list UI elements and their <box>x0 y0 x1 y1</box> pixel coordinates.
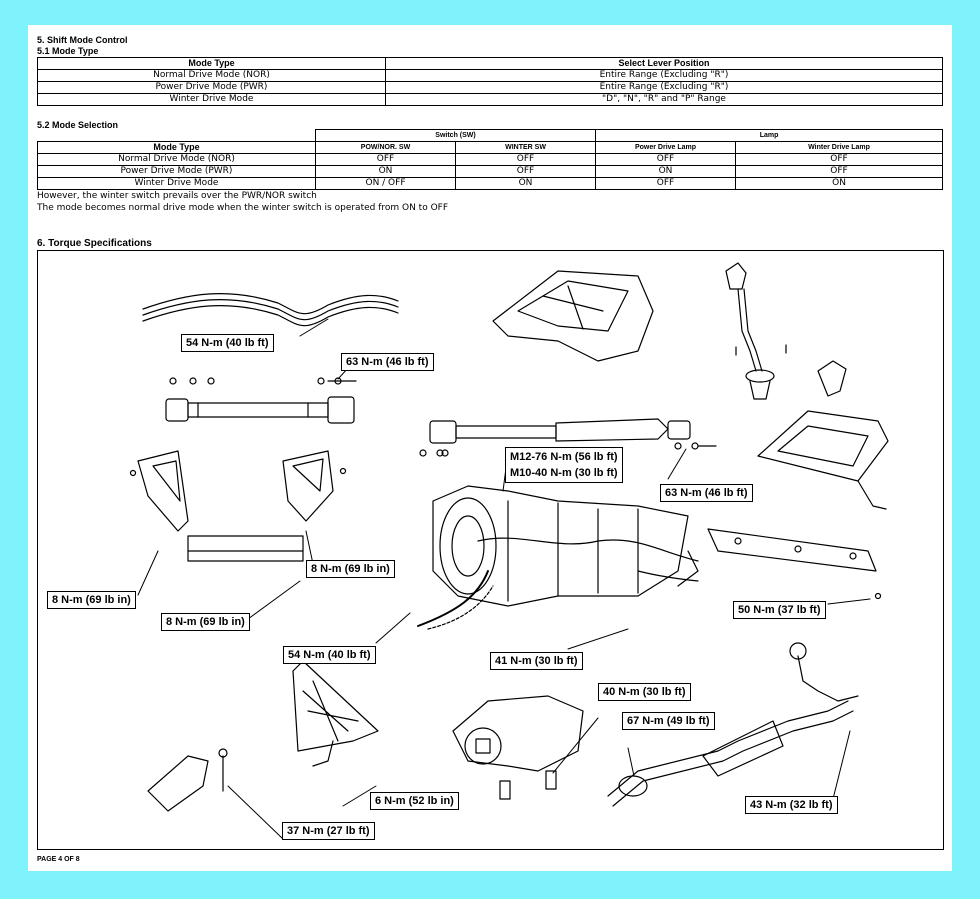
section-heading-mode-type: 5.1 Mode Type <box>37 46 99 56</box>
propeller-shaft-drawing <box>165 377 357 424</box>
section-heading-mode-selection: 5.2 Mode Selection <box>37 120 119 130</box>
torque-label: 41 N-m (30 lb ft) <box>490 652 583 670</box>
table-header-cell: POW/NOR. SW <box>315 141 456 154</box>
table-row: Power Drive Mode (PWR) Entire Range (Exc… <box>37 81 943 94</box>
torque-label: 63 N-m (46 lb ft) <box>660 484 753 502</box>
torque-label: 6 N-m (52 lb in) <box>370 792 459 810</box>
table-cell: Power Drive Mode (PWR) <box>37 81 386 94</box>
table-cell: ON <box>735 177 944 190</box>
torque-label: 8 N-m (69 lb in) <box>161 613 250 631</box>
switch-group-header: Switch (SW) <box>314 129 597 142</box>
torque-label: 54 N-m (40 lb ft) <box>181 334 274 352</box>
torque-label: M12-76 N-m (56 lb ft) <box>510 451 618 463</box>
lamp-group-header: Lamp <box>595 129 944 142</box>
crossmember-drawing <box>707 528 882 600</box>
table-cell: ON <box>595 165 737 178</box>
table-cell: Winter Drive Mode <box>37 93 386 106</box>
table-row: Winter Drive Mode "D", "N", "R" and "P" … <box>37 93 943 106</box>
torque-label-pair: M12-76 N-m (56 lb ft) M10-40 N-m (30 lb … <box>505 447 623 483</box>
table-header-row: Mode Type Select Lever Position <box>37 57 943 70</box>
torque-label: 67 N-m (49 lb ft) <box>622 712 715 730</box>
bracket-drawing <box>129 450 347 562</box>
torque-label: 43 N-m (32 lb ft) <box>745 796 838 814</box>
table-cell: Power Drive Mode (PWR) <box>37 165 316 178</box>
table-row: Normal Drive Mode (NOR) Entire Range (Ex… <box>37 69 943 82</box>
table-cell: Winter Drive Mode <box>37 177 316 190</box>
table-cell: ON / OFF <box>315 177 456 190</box>
section-heading-torque: 6. Torque Specifications <box>37 238 152 249</box>
table-cell: Normal Drive Mode (NOR) <box>37 69 386 82</box>
torque-label: 8 N-m (69 lb in) <box>306 560 395 578</box>
mount-bracket-drawing <box>292 660 379 767</box>
shift-console-drawing <box>492 270 654 362</box>
table-cell: OFF <box>595 177 737 190</box>
torque-diagram: 54 N-m (40 lb ft) 63 N-m (46 lb ft) M12-… <box>37 250 944 850</box>
table-header-cell: Mode Type <box>37 57 386 70</box>
table-row: Normal Drive Mode (NOR) OFF OFF OFF OFF <box>37 153 944 166</box>
table-header-row: Mode Type POW/NOR. SW WINTER SW Power Dr… <box>37 141 944 154</box>
table-cell: OFF <box>454 153 597 166</box>
table-cell: OFF <box>454 165 597 178</box>
table-cell: Entire Range (Excluding "R") <box>385 81 943 94</box>
l-bracket-drawing <box>147 748 228 812</box>
shift-lever-drawing <box>725 262 787 400</box>
exhaust-drawing <box>607 642 859 807</box>
extension-housing-drawing <box>452 695 584 800</box>
torque-label: 54 N-m (40 lb ft) <box>283 646 376 664</box>
section-heading-shift-mode: 5. Shift Mode Control <box>37 35 128 45</box>
document-page: 5. Shift Mode Control 5.1 Mode Type Mode… <box>28 25 952 871</box>
table-header-cell: Select Lever Position <box>385 57 943 70</box>
mode-type-table: Mode Type Select Lever Position Normal D… <box>37 57 943 106</box>
table-group-row: Switch (SW) Lamp <box>37 129 944 142</box>
table-header-cell: Winter Drive Lamp <box>735 141 944 154</box>
shifter-base-drawing <box>757 360 889 510</box>
table-cell: ON <box>315 165 456 178</box>
torque-label: 63 N-m (46 lb ft) <box>341 353 434 371</box>
torque-label: 50 N-m (37 lb ft) <box>733 601 826 619</box>
tube-bracket-drawing <box>142 292 399 327</box>
torque-label: M10-40 N-m (30 lb ft) <box>510 467 618 479</box>
table-cell: OFF <box>595 153 737 166</box>
torque-label: 37 N-m (27 lb ft) <box>282 822 375 840</box>
table-cell: Entire Range (Excluding "R") <box>385 69 943 82</box>
table-header-cell: Mode Type <box>37 141 316 154</box>
table-cell: Normal Drive Mode (NOR) <box>37 153 316 166</box>
table-header-cell: WINTER SW <box>454 141 597 154</box>
mode-selection-table: Switch (SW) Lamp Mode Type POW/NOR. SW W… <box>37 129 944 190</box>
front-shaft-drawing <box>419 418 717 457</box>
exploded-drivetrain-drawing <box>129 262 889 840</box>
table-row: Power Drive Mode (PWR) ON OFF ON OFF <box>37 165 944 178</box>
transmission-drawing <box>417 485 699 630</box>
table-cell: "D", "N", "R" and "P" Range <box>385 93 943 106</box>
note-line: The mode becomes normal drive mode when … <box>37 203 449 213</box>
torque-label: 40 N-m (30 lb ft) <box>598 683 691 701</box>
table-cell: OFF <box>315 153 456 166</box>
torque-label: 8 N-m (69 lb in) <box>47 591 136 609</box>
table-cell: OFF <box>735 153 944 166</box>
table-empty-cell <box>37 129 316 142</box>
note-line: However, the winter switch prevails over… <box>37 191 317 201</box>
table-cell: OFF <box>735 165 944 178</box>
table-header-cell: Power Drive Lamp <box>595 141 737 154</box>
page-footer: PAGE 4 OF 8 <box>37 856 80 863</box>
table-row: Winter Drive Mode ON / OFF ON OFF ON <box>37 177 944 190</box>
leader-lines <box>137 318 871 840</box>
table-cell: ON <box>454 177 597 190</box>
